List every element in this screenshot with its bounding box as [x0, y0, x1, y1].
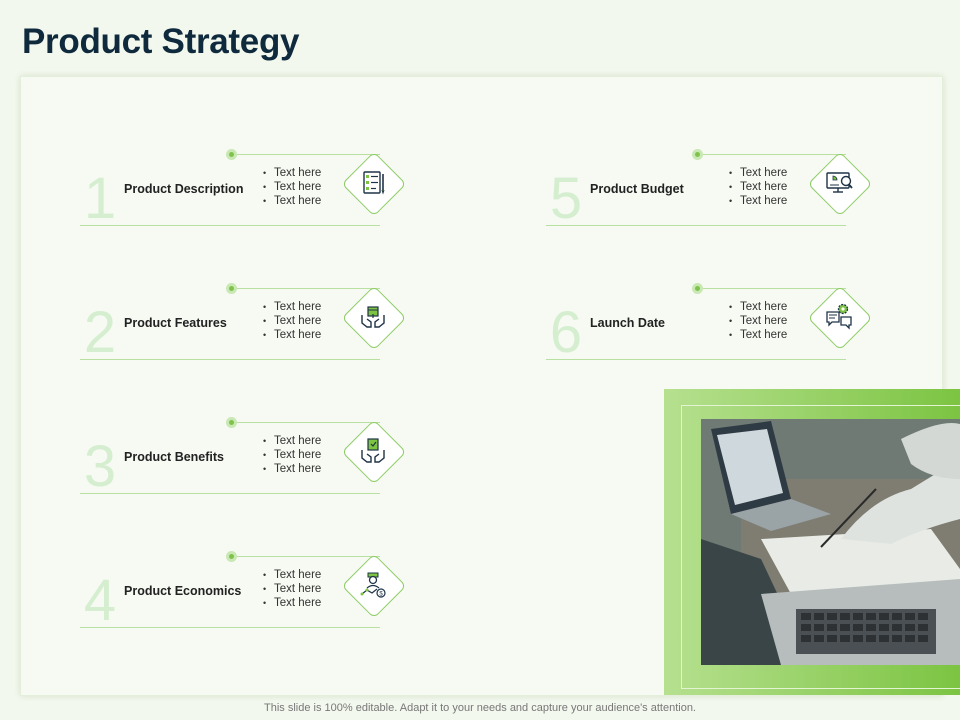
connector-dot — [692, 283, 703, 294]
item-label: Product Description — [124, 182, 244, 196]
photo-frame-outline — [681, 405, 960, 689]
bullet-list: Text here Text here Text here — [263, 434, 321, 476]
bullet-list: Text here Text here Text here — [729, 300, 787, 342]
strategy-item-6: 6 Launch Date Text here Text here Text h… — [546, 283, 886, 394]
connector-top-line — [698, 154, 846, 155]
strategy-item-3: 3 Product Benefits Text here Text here T… — [80, 417, 420, 528]
connector-dot — [226, 283, 237, 294]
bullet-text: Text here — [263, 166, 321, 180]
workspace-photo — [701, 419, 960, 665]
item-label: Product Budget — [590, 182, 684, 196]
bullet-text: Text here — [729, 180, 787, 194]
footer-note: This slide is 100% editable. Adapt it to… — [264, 702, 696, 714]
connector-bottom-line — [80, 493, 380, 494]
strategy-item-1: 1 Product Description Text here Text her… — [80, 149, 420, 260]
bullet-text: Text here — [729, 328, 787, 342]
connector-top-line — [698, 288, 846, 289]
strategy-item-4: 4 Product Economics Text here Text here … — [80, 551, 420, 662]
connector-dot — [226, 149, 237, 160]
item-label: Launch Date — [590, 316, 666, 330]
item-number: 3 — [83, 434, 117, 499]
person-dollar-growth-icon: $ — [353, 565, 393, 605]
hands-holding-package-icon — [353, 431, 393, 471]
bullet-text: Text here — [263, 434, 321, 448]
connector-top-line — [232, 154, 380, 155]
bullet-text: Text here — [263, 300, 321, 314]
bullet-text: Text here — [263, 462, 321, 476]
bullet-text: Text here — [729, 314, 787, 328]
connector-bottom-line — [80, 359, 380, 360]
connector-top-line — [232, 288, 380, 289]
item-label: Product Benefits — [124, 450, 225, 464]
item-label: Product Economics — [124, 584, 242, 598]
connector-dot — [692, 149, 703, 160]
chat-gear-icon — [819, 297, 859, 337]
item-label: Product Features — [124, 316, 227, 330]
item-number: 6 — [549, 300, 583, 365]
bullet-list: Text here Text here Text here — [263, 166, 321, 208]
item-number: 4 — [83, 568, 117, 633]
connector-top-line — [232, 556, 380, 557]
monitor-chart-magnifier-icon — [819, 163, 859, 203]
bullet-text: Text here — [263, 180, 321, 194]
item-number: 5 — [549, 166, 583, 231]
item-number: 1 — [83, 166, 117, 231]
bullet-list: Text here Text here Text here — [729, 166, 787, 208]
connector-dot — [226, 417, 237, 428]
page-title: Product Strategy — [22, 22, 300, 61]
bullet-text: Text here — [263, 568, 321, 582]
connector-bottom-line — [546, 225, 846, 226]
checklist-document-icon — [353, 163, 393, 203]
bullet-text: Text here — [263, 448, 321, 462]
hands-holding-box-icon — [353, 297, 393, 337]
bullet-list: Text here Text here Text here — [263, 568, 321, 610]
bullet-text: Text here — [729, 300, 787, 314]
connector-top-line — [232, 422, 380, 423]
bullet-text: Text here — [729, 166, 787, 180]
strategy-item-5: 5 Product Budget Text here Text here Tex… — [546, 149, 886, 260]
svg-text:$: $ — [379, 592, 383, 598]
bullet-list: Text here Text here Text here — [263, 300, 321, 342]
bullet-text: Text here — [729, 194, 787, 208]
bullet-text: Text here — [263, 582, 321, 596]
connector-dot — [226, 551, 237, 562]
connector-bottom-line — [80, 627, 380, 628]
bullet-text: Text here — [263, 328, 321, 342]
bullet-text: Text here — [263, 596, 321, 610]
item-number: 2 — [83, 300, 117, 365]
strategy-item-2: 2 Product Features Text here Text here T… — [80, 283, 420, 394]
bullet-text: Text here — [263, 314, 321, 328]
bullet-text: Text here — [263, 194, 321, 208]
connector-bottom-line — [80, 225, 380, 226]
connector-bottom-line — [546, 359, 846, 360]
